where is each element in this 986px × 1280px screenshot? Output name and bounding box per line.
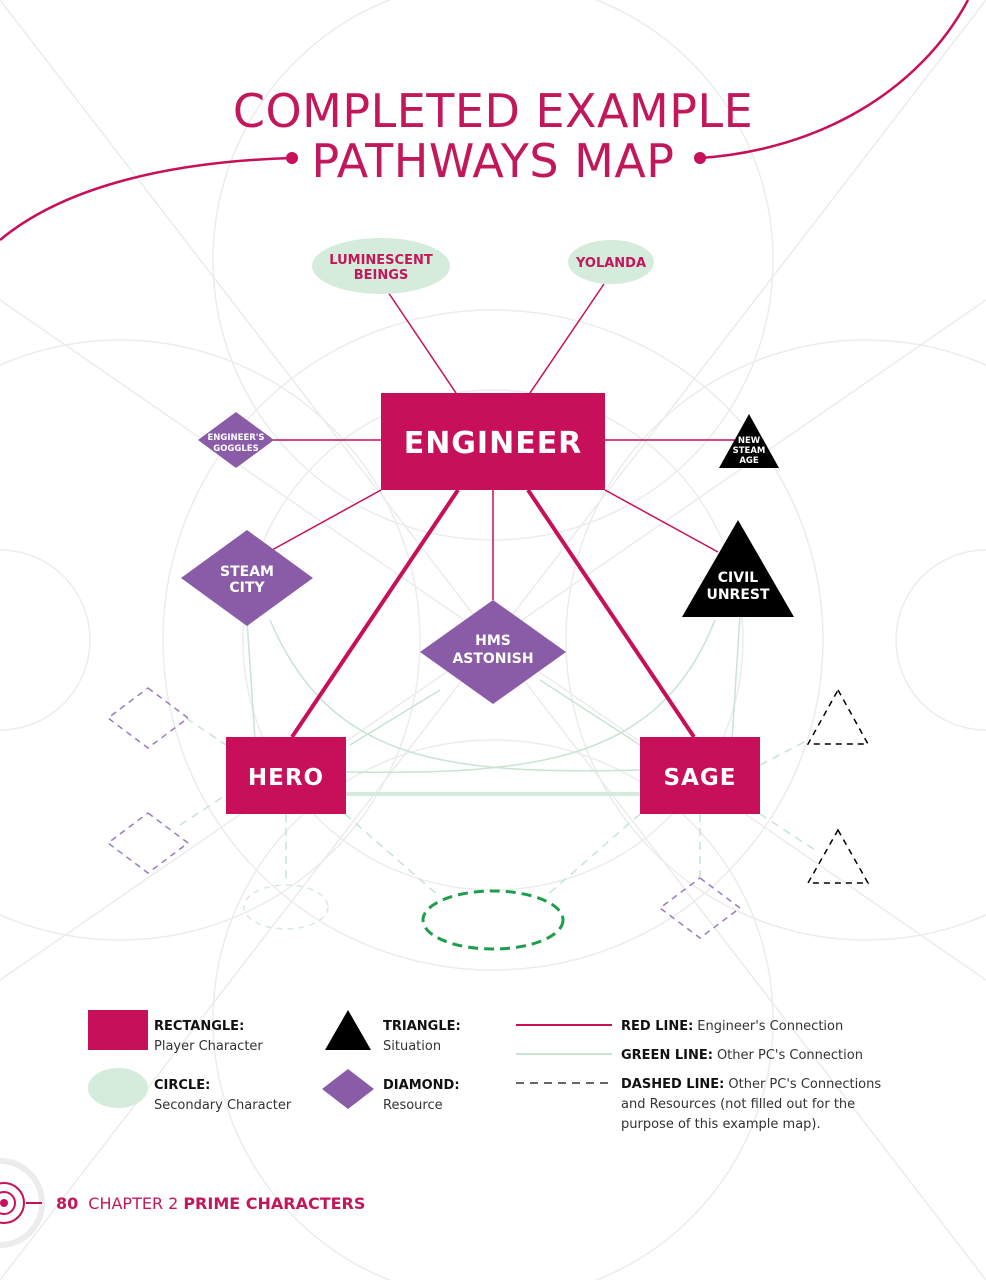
steam-city-label-2: CITY xyxy=(229,580,265,596)
green-connections xyxy=(246,614,741,774)
legend-diamond-head: DIAMOND: xyxy=(383,1078,460,1093)
legend-green-line: GREEN LINE:Other PC's Connection xyxy=(621,1048,863,1063)
hms-label-2: ASTONISH xyxy=(452,651,533,667)
engineer-label: ENGINEER xyxy=(404,426,583,461)
placeholder-diamond-1 xyxy=(106,687,190,749)
left-title-dot xyxy=(286,152,298,164)
hero-label: HERO xyxy=(248,765,324,791)
placeholder-oval-light xyxy=(243,884,329,930)
placeholder-triangle-2 xyxy=(806,828,870,884)
legend-circle-text: Secondary Character xyxy=(154,1098,292,1113)
legend-triangle-head: TRIANGLE: xyxy=(383,1019,461,1034)
red-connections xyxy=(271,283,735,739)
node-engineer: ENGINEER xyxy=(381,393,605,490)
triangle-civil-unrest: CIVIL UNREST xyxy=(682,520,794,617)
luminescent-label-2: BEINGS xyxy=(354,268,409,283)
placeholder-diamond-2 xyxy=(106,812,190,874)
title-line-2: PATHWAYS MAP xyxy=(311,134,674,188)
oval-luminescent-beings: LUMINESCENT BEINGS xyxy=(312,238,450,294)
placeholder-oval-green xyxy=(421,889,565,951)
footer-ring-icon xyxy=(0,1182,25,1224)
yolanda-label: YOLANDA xyxy=(575,256,646,271)
legend-circle-head: CIRCLE: xyxy=(154,1078,210,1093)
luminescent-label-1: LUMINESCENT xyxy=(329,253,433,268)
title-line-1: COMPLETED EXAMPLE xyxy=(233,84,753,138)
diamond-engineers-goggles: ENGINEER'S GOGGLES xyxy=(198,412,274,468)
right-title-dot xyxy=(694,152,706,164)
placeholder-shapes xyxy=(106,687,870,951)
steam-age-label-1: NEW xyxy=(738,436,761,446)
legend-diamond-swatch xyxy=(322,1069,374,1109)
node-sage: SAGE xyxy=(640,737,760,814)
civil-unrest-label-2: UNREST xyxy=(706,587,770,603)
hms-label-1: HMS xyxy=(475,633,511,649)
legend-diamond-text: Resource xyxy=(383,1098,443,1113)
steam-age-label-2: STEAM xyxy=(733,446,766,456)
diamond-steam-city: STEAM CITY xyxy=(181,530,313,626)
legend-dashed-text-3: purpose of this example map). xyxy=(621,1117,821,1132)
steam-city-label-1: STEAM xyxy=(220,564,274,580)
goggles-label-2: GOGGLES xyxy=(213,444,259,454)
placeholder-triangle-1 xyxy=(806,688,870,745)
left-title-curve xyxy=(0,156,293,241)
oval-yolanda: YOLANDA xyxy=(568,240,654,284)
diamond-hms-astonish: HMS ASTONISH xyxy=(420,600,566,704)
placeholder-diamond-3 xyxy=(658,877,742,939)
triangle-new-steam-age: NEW STEAM AGE xyxy=(719,414,779,468)
sage-label: SAGE xyxy=(664,765,737,791)
goggles-label-1: ENGINEER'S xyxy=(207,433,264,443)
right-title-curve xyxy=(699,0,970,160)
legend-red-line: RED LINE:Engineer's Connection xyxy=(621,1019,843,1034)
legend-circle-swatch xyxy=(88,1068,148,1108)
title-decoration xyxy=(0,0,970,241)
civil-unrest-label-1: CIVIL xyxy=(718,570,759,586)
node-hero: HERO xyxy=(226,737,346,814)
legend-rectangle-text: Player Character xyxy=(154,1039,263,1054)
legend: RECTANGLE: Player Character CIRCLE: Seco… xyxy=(88,1010,881,1132)
legend-rectangle-swatch xyxy=(88,1010,148,1050)
legend-triangle-text: Situation xyxy=(383,1039,441,1054)
steam-age-label-3: AGE xyxy=(739,456,759,466)
legend-rectangle-head: RECTANGLE: xyxy=(154,1019,244,1034)
legend-dashed-line: DASHED LINE:Other PC's Connections xyxy=(621,1077,881,1092)
dashed-connections xyxy=(179,717,816,898)
legend-dashed-text-2: and Resources (not filled out for the xyxy=(621,1097,855,1112)
legend-triangle-swatch xyxy=(325,1010,371,1050)
